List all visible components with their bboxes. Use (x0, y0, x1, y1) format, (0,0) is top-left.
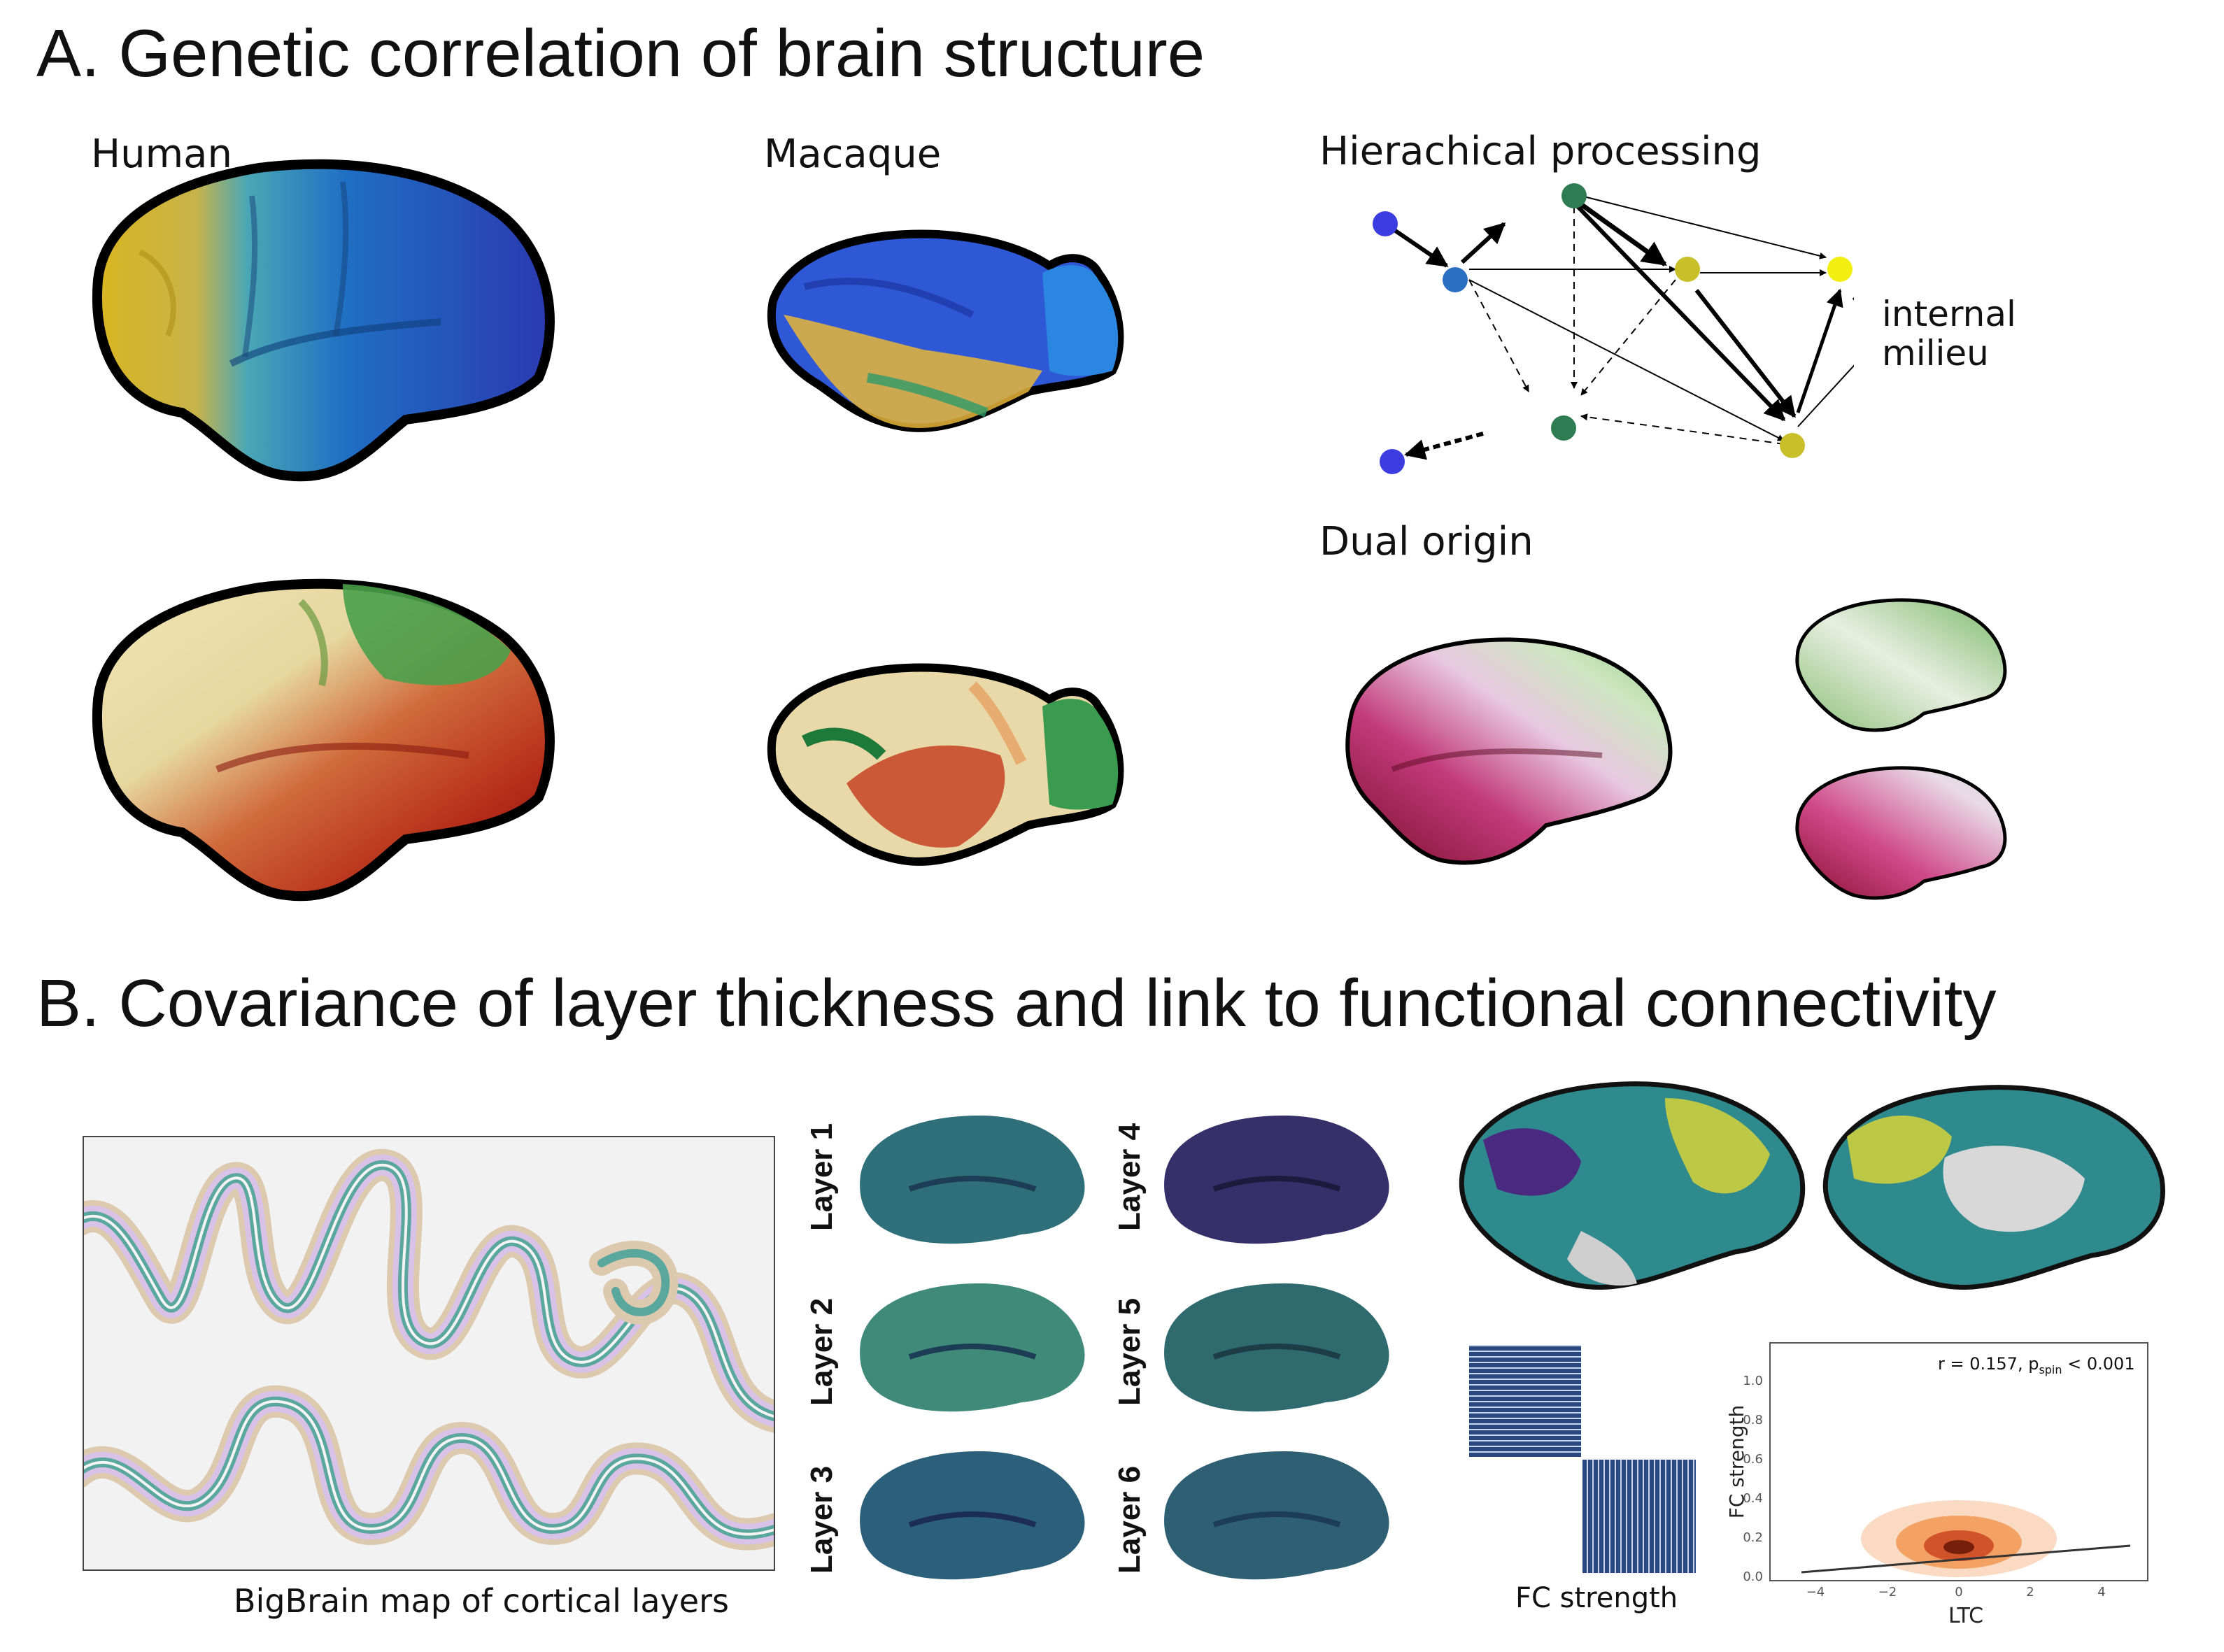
svg-text:4: 4 (2097, 1585, 2105, 1600)
svg-text:0.6: 0.6 (1743, 1452, 1763, 1467)
node-green-bottom (1551, 415, 1576, 441)
layer-2-brain (860, 1283, 1085, 1412)
bigbrain-panel (83, 1136, 775, 1571)
svg-text:0.8: 0.8 (1743, 1413, 1763, 1427)
dual-origin-brain-magenta (1795, 766, 2007, 900)
node-blue (1443, 267, 1468, 292)
scatter-cloud (1861, 1500, 2057, 1577)
svg-text:2: 2 (2026, 1585, 2034, 1600)
svg-text:0.2: 0.2 (1743, 1530, 1763, 1545)
ltc-fc-scatter: 0.0 0.2 0.4 0.6 0.8 1.0 −4 −2 0 2 4 r = … (1728, 1342, 2148, 1628)
svg-text:0.4: 0.4 (1743, 1491, 1763, 1506)
fc-matrix-2 (1582, 1460, 1696, 1573)
macaque-brain-genetic-map (767, 229, 1124, 432)
svg-text:1.0: 1.0 (1743, 1374, 1763, 1388)
section-b-title: B. Covariance of layer thickness and lin… (36, 966, 1997, 1041)
macaque-brain-structure-map (767, 663, 1124, 866)
layer-3-brain (860, 1451, 1085, 1580)
node-yellow (1827, 257, 1853, 282)
ltc-brain-lateral (1459, 1081, 1806, 1290)
fc-matrix-1 (1469, 1345, 1581, 1457)
scatter-x-label: LTC (1948, 1604, 1983, 1628)
layer-1-label: Layer 1 (805, 1123, 839, 1231)
svg-text:0: 0 (1955, 1585, 1962, 1600)
internal-milieu-label-2: milieu (1882, 333, 1989, 373)
dual-origin-brain-large (1345, 637, 1673, 865)
svg-text:0.0: 0.0 (1743, 1569, 1763, 1584)
node-input (1373, 211, 1398, 236)
bigbrain-caption: BigBrain map of cortical layers (234, 1582, 729, 1620)
macaque-label: Macaque (764, 131, 942, 177)
layer-5-label: Layer 5 (1112, 1297, 1147, 1406)
layer-3-label: Layer 3 (805, 1465, 839, 1574)
layer-6-label: Layer 6 (1112, 1465, 1147, 1574)
scatter-y-label: FC strength (1728, 1405, 1748, 1519)
fc-caption: FC strength (1515, 1582, 1678, 1614)
bigbrain-cortical-layers-map (84, 1148, 774, 1551)
human-label: Human (91, 131, 232, 177)
human-brain-structure-map (92, 578, 555, 902)
human-brain-genetic-map (92, 159, 555, 482)
layer-5-brain (1164, 1283, 1389, 1412)
layer-4-brain (1164, 1116, 1389, 1244)
node-olive-bottom (1780, 433, 1805, 458)
dual-origin-label: Dual origin (1319, 519, 1534, 564)
x-axis-ticks: −4 −2 0 2 4 (1806, 1585, 2106, 1600)
node-green-top (1561, 183, 1587, 208)
layer-6-brain (1164, 1451, 1389, 1580)
section-a-title: A. Genetic correlation of brain structur… (36, 16, 1205, 91)
layer-1-brain (860, 1116, 1085, 1244)
y-axis-ticks: 0.0 0.2 0.4 0.6 0.8 1.0 (1743, 1374, 1763, 1584)
dual-origin-brain-green (1795, 598, 2007, 732)
ltc-brain-medial (1822, 1085, 2165, 1290)
regression-line (1801, 1544, 2131, 1574)
layer-4-label: Layer 4 (1112, 1123, 1147, 1231)
hierarchy-label: Hierachical processing (1319, 129, 1762, 174)
node-olive-mid (1675, 257, 1700, 282)
scatter-annotation: r = 0.157, pspin < 0.001 (1938, 1354, 2135, 1376)
hierarchy-diagram (1373, 183, 1854, 474)
internal-milieu-label-1: internal (1882, 294, 2016, 334)
layer-2-label: Layer 2 (805, 1297, 839, 1406)
svg-text:−2: −2 (1878, 1585, 1897, 1600)
node-output (1380, 449, 1405, 474)
svg-text:−4: −4 (1806, 1585, 1825, 1600)
